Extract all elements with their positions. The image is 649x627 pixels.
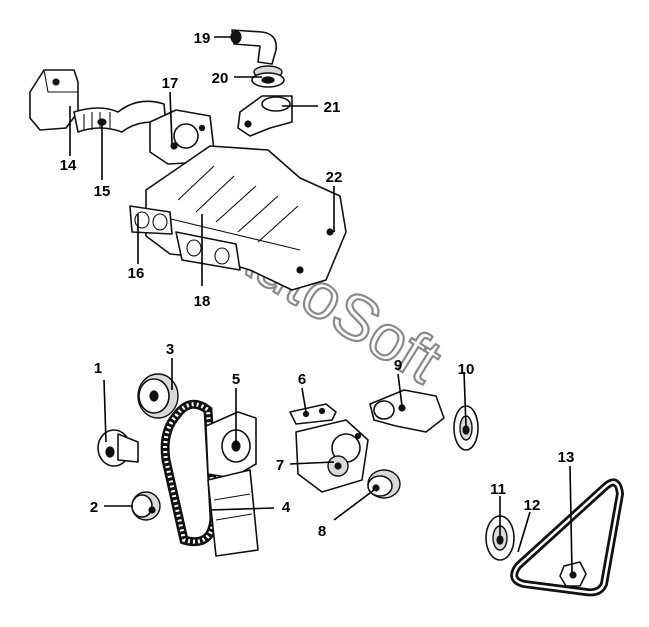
part-4-timing-belt	[160, 399, 219, 547]
callout-21: 21	[324, 99, 341, 116]
callout-15: 15	[94, 183, 111, 200]
callout-7: 7	[276, 457, 284, 474]
leader-10	[463, 371, 467, 427]
callouts: 1 2 3 4 5 6 7 8 9 10 11 12 13 14 15 16 1…	[60, 30, 575, 540]
callout-6: 6	[298, 371, 306, 388]
part-8-pulley	[367, 469, 401, 499]
callout-16: 16	[128, 265, 145, 282]
part-22-intake-manifold	[145, 145, 347, 291]
leader-17	[169, 91, 173, 145]
part-5-timing-cover	[205, 411, 259, 557]
callout-13: 13	[558, 449, 575, 466]
callout-4: 4	[282, 499, 291, 516]
callout-12: 12	[524, 497, 541, 514]
part-21-thermostat-housing	[237, 95, 293, 137]
callout-19: 19	[194, 30, 211, 47]
leader-lines	[69, 36, 573, 573]
callout-10: 10	[458, 361, 475, 378]
part-14-air-box	[29, 69, 79, 131]
callout-1: 1	[94, 360, 102, 377]
part-9-pump-assembly	[369, 389, 445, 433]
callout-22: 22	[326, 169, 343, 186]
callout-14: 14	[60, 157, 77, 174]
part-2-crank-pulley	[131, 491, 161, 521]
leader-8	[333, 489, 375, 521]
leader-7	[289, 461, 335, 465]
callout-18: 18	[194, 293, 211, 310]
part-7-water-pump	[295, 419, 369, 493]
part-13-clip	[559, 561, 587, 587]
leader-13	[569, 465, 573, 573]
part-12-v-belt	[510, 478, 625, 597]
callout-2: 2	[90, 499, 98, 516]
part-11-pulley	[485, 515, 515, 561]
leader-12	[517, 511, 531, 553]
callout-9: 9	[394, 357, 402, 374]
callout-5: 5	[232, 371, 240, 388]
part-6-bracket	[289, 403, 337, 425]
part-19-hose-elbow	[230, 29, 278, 65]
callout-3: 3	[166, 341, 174, 358]
leader-6	[301, 387, 307, 413]
part-1-tensioner	[97, 429, 139, 467]
part-3-camshaft-pulley	[137, 373, 179, 419]
part-16-gasket	[129, 205, 173, 235]
callout-20: 20	[212, 70, 229, 87]
callout-11: 11	[490, 481, 506, 498]
leader-4	[209, 507, 275, 511]
part-10-pulley	[453, 405, 479, 451]
part-18-gasket	[175, 231, 241, 271]
part-17-throttle-body	[149, 109, 215, 165]
callout-17: 17	[162, 75, 179, 92]
leader-9	[397, 373, 403, 407]
callout-8: 8	[318, 523, 326, 540]
leader-1	[103, 379, 107, 443]
